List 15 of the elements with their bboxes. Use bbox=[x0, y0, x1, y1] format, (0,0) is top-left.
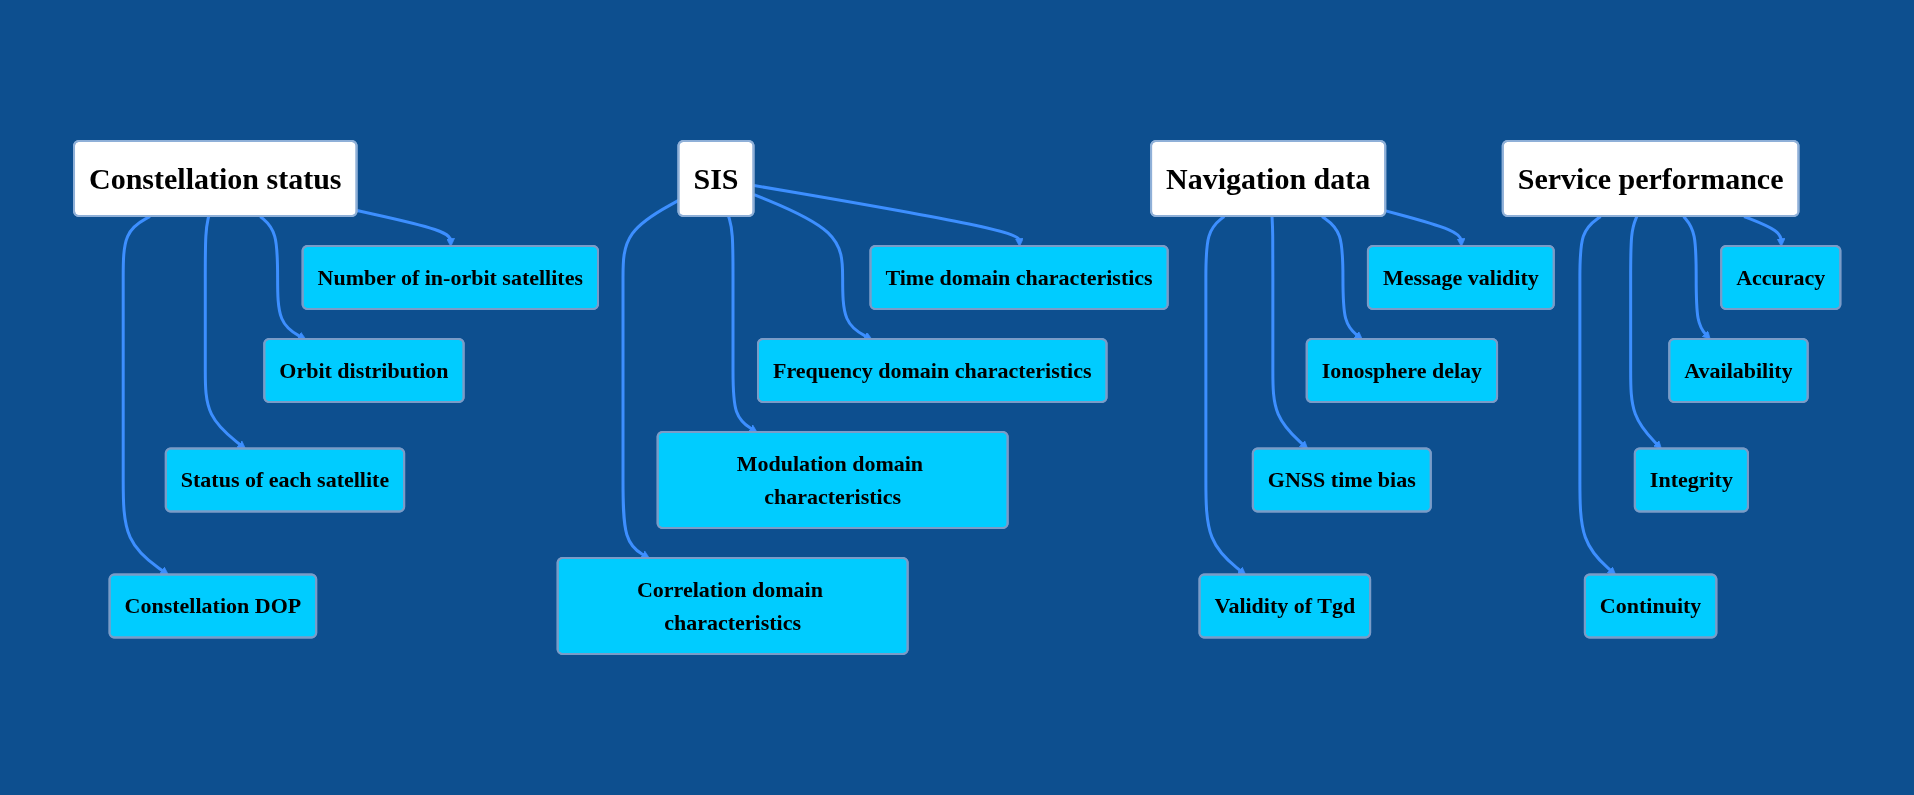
arrow bbox=[753, 193, 873, 340]
arrow bbox=[1321, 215, 1363, 340]
arrow bbox=[1682, 215, 1711, 340]
arrow bbox=[1578, 215, 1616, 576]
arrow bbox=[1743, 215, 1786, 247]
arrow bbox=[727, 216, 758, 433]
arrow bbox=[1385, 209, 1466, 247]
arrow bbox=[121, 215, 169, 576]
arrow bbox=[1628, 215, 1662, 450]
arrow bbox=[1270, 216, 1309, 450]
arrow bbox=[203, 216, 246, 450]
arrow bbox=[753, 184, 1024, 247]
arrow bbox=[1204, 215, 1247, 576]
arrow bbox=[259, 215, 307, 340]
arrow bbox=[356, 209, 455, 247]
